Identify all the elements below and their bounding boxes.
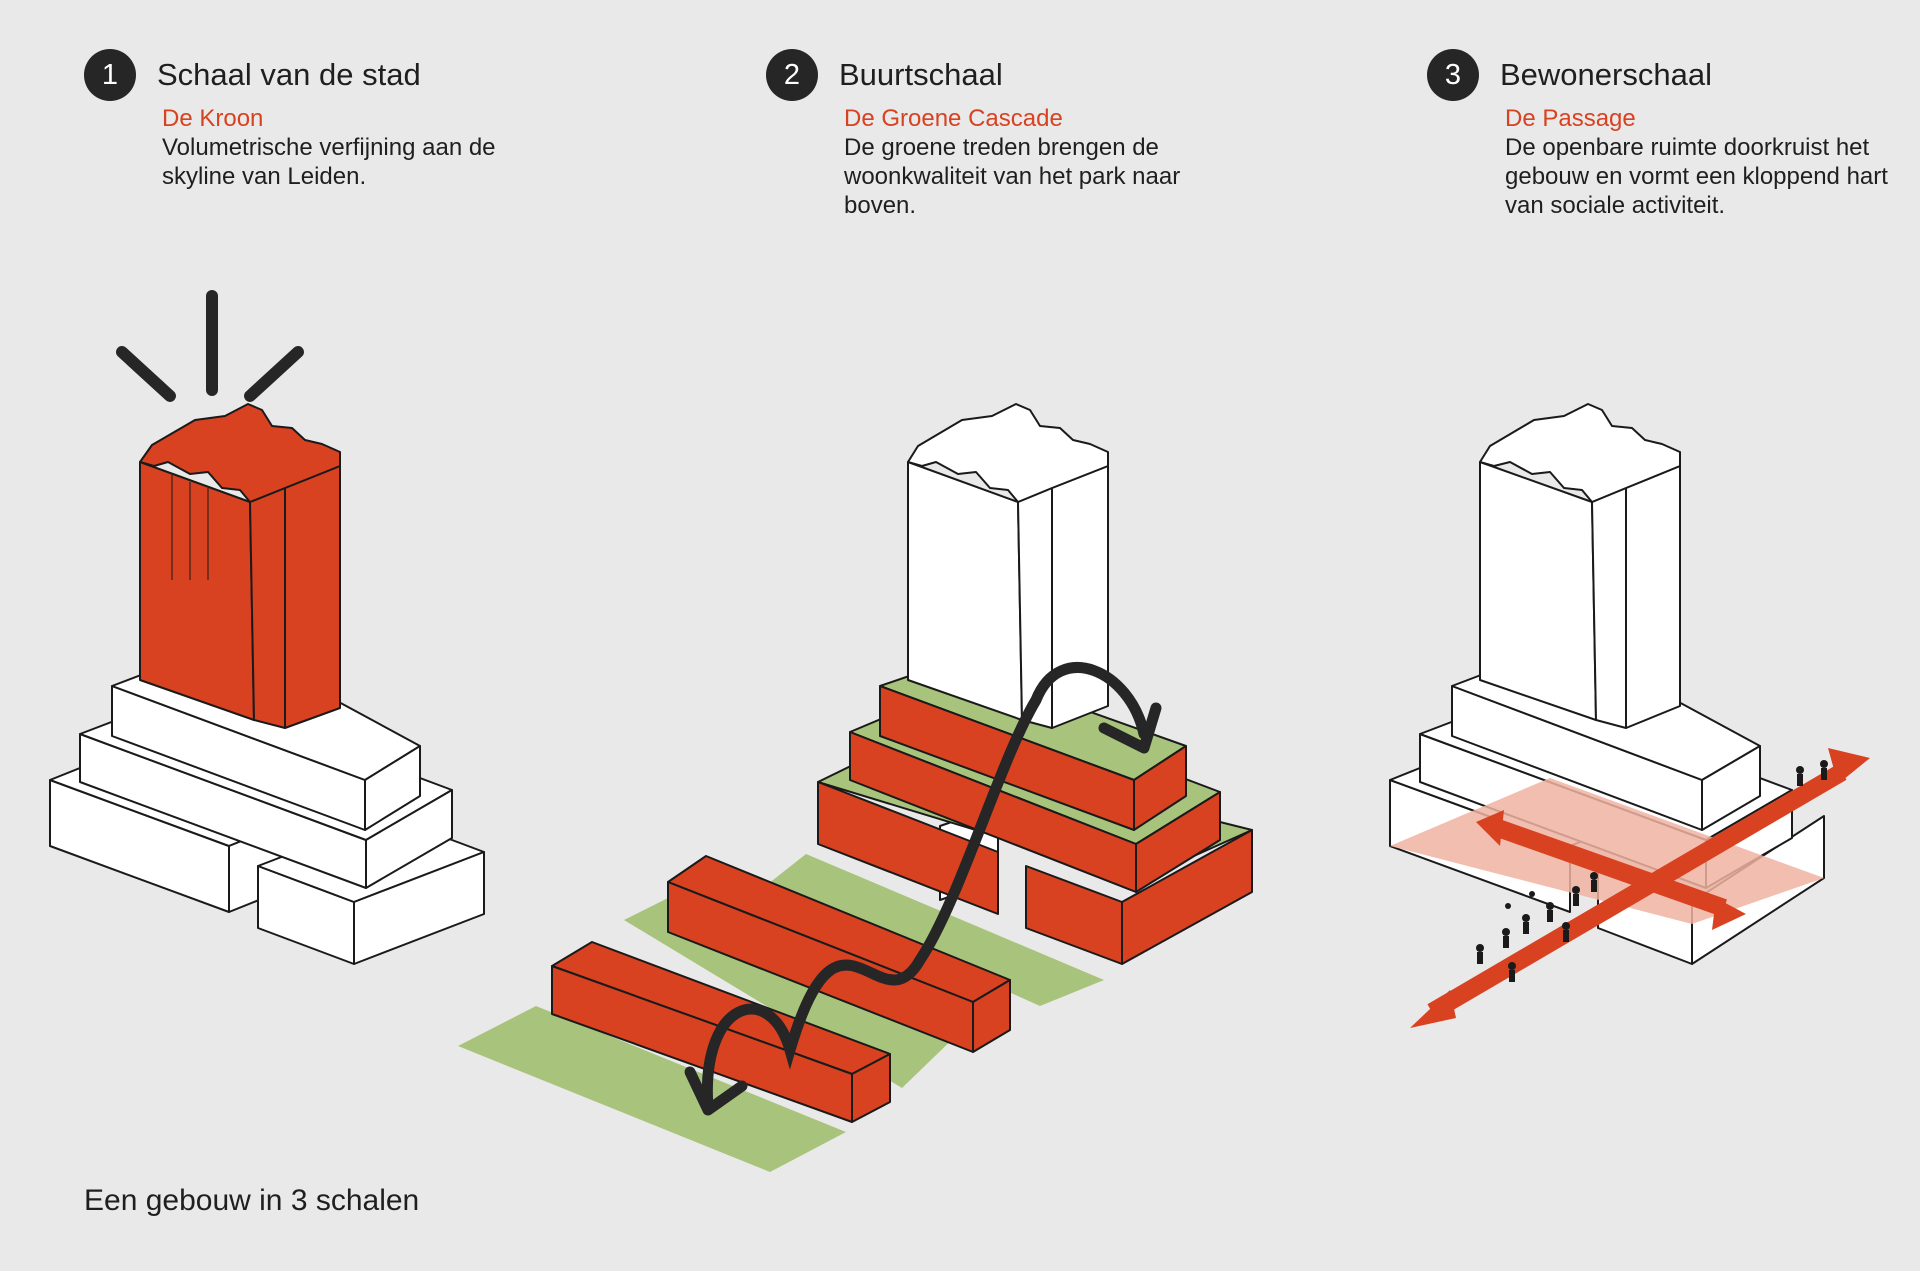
panel-1-header: 1 Schaal van de stad — [84, 49, 522, 101]
people-icon — [1476, 760, 1828, 982]
footer-caption: Een gebouw in 3 schalen — [84, 1184, 420, 1217]
panel-3-header: 3 Bewonerschaal — [1427, 49, 1905, 101]
row-block-front — [551, 941, 891, 1123]
panel-2-subtitle: De Groene Cascade — [844, 105, 1063, 132]
panel-3-number-badge: 3 — [1427, 49, 1479, 101]
double-arrow-icon — [1410, 748, 1870, 1028]
panel-2-description: De groene treden brengen de woonkwalitei… — [844, 134, 1181, 219]
crown-tower — [139, 403, 341, 729]
panel-1: 1 Schaal van de stad De Kroon Volumetris… — [84, 49, 522, 191]
panel-3-subtitle: De Passage — [1505, 105, 1636, 132]
panel-2-building — [458, 403, 1253, 1172]
panel-3-building — [1389, 403, 1870, 1028]
panel-1-title: Schaal van de stad — [157, 57, 421, 92]
panel-3-title: Bewonerschaal — [1500, 57, 1712, 92]
panel-1-number-badge: 1 — [84, 49, 136, 101]
panel-3-description: De openbare ruimte doorkruist het gebouw… — [1505, 134, 1888, 219]
panel-2-number-badge: 2 — [766, 49, 818, 101]
panel-2-title: Buurtschaal — [839, 57, 1003, 92]
panel-1-building — [49, 290, 485, 965]
panel-2-header: 2 Buurtschaal — [766, 49, 1214, 101]
tower-white — [907, 403, 1109, 729]
panel-1-description: Volumetrische verfijning aan de skyline … — [162, 134, 496, 190]
panel-1-subtitle: De Kroon — [162, 105, 264, 132]
tower-white-3 — [1479, 403, 1681, 729]
panel-2: 2 Buurtschaal De Groene Cascade De groen… — [766, 49, 1214, 220]
row-block-back — [667, 855, 1011, 1053]
jump-arrow-icon — [684, 662, 1162, 1116]
panel-3: 3 Bewonerschaal De Passage De openbare r… — [1427, 49, 1905, 220]
crown-rays-icon — [116, 290, 304, 402]
